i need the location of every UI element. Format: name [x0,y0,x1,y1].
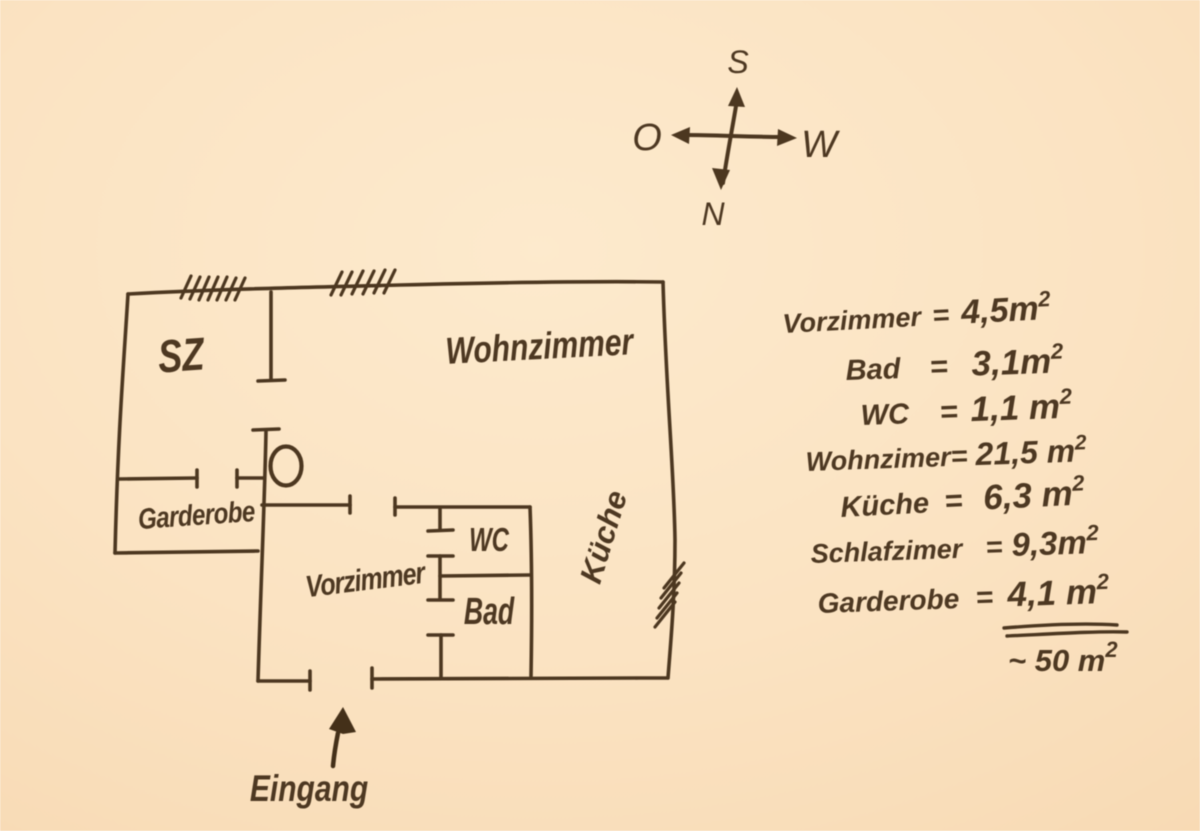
svg-text:Bad: Bad [464,589,515,632]
svg-text:Wohnzimmer: Wohnzimmer [445,321,636,373]
svg-text:N: N [701,196,725,232]
svg-text:S: S [727,44,748,80]
svg-text:~ 50 m2: ~ 50 m2 [1008,637,1118,678]
svg-text:W: W [801,124,840,166]
svg-text:WC: WC [469,522,510,559]
svg-text:Eingang: Eingang [250,769,368,809]
svg-text:Garderobe: Garderobe [137,495,256,536]
svg-text:SZ: SZ [156,328,207,382]
svg-text:O: O [632,117,662,159]
